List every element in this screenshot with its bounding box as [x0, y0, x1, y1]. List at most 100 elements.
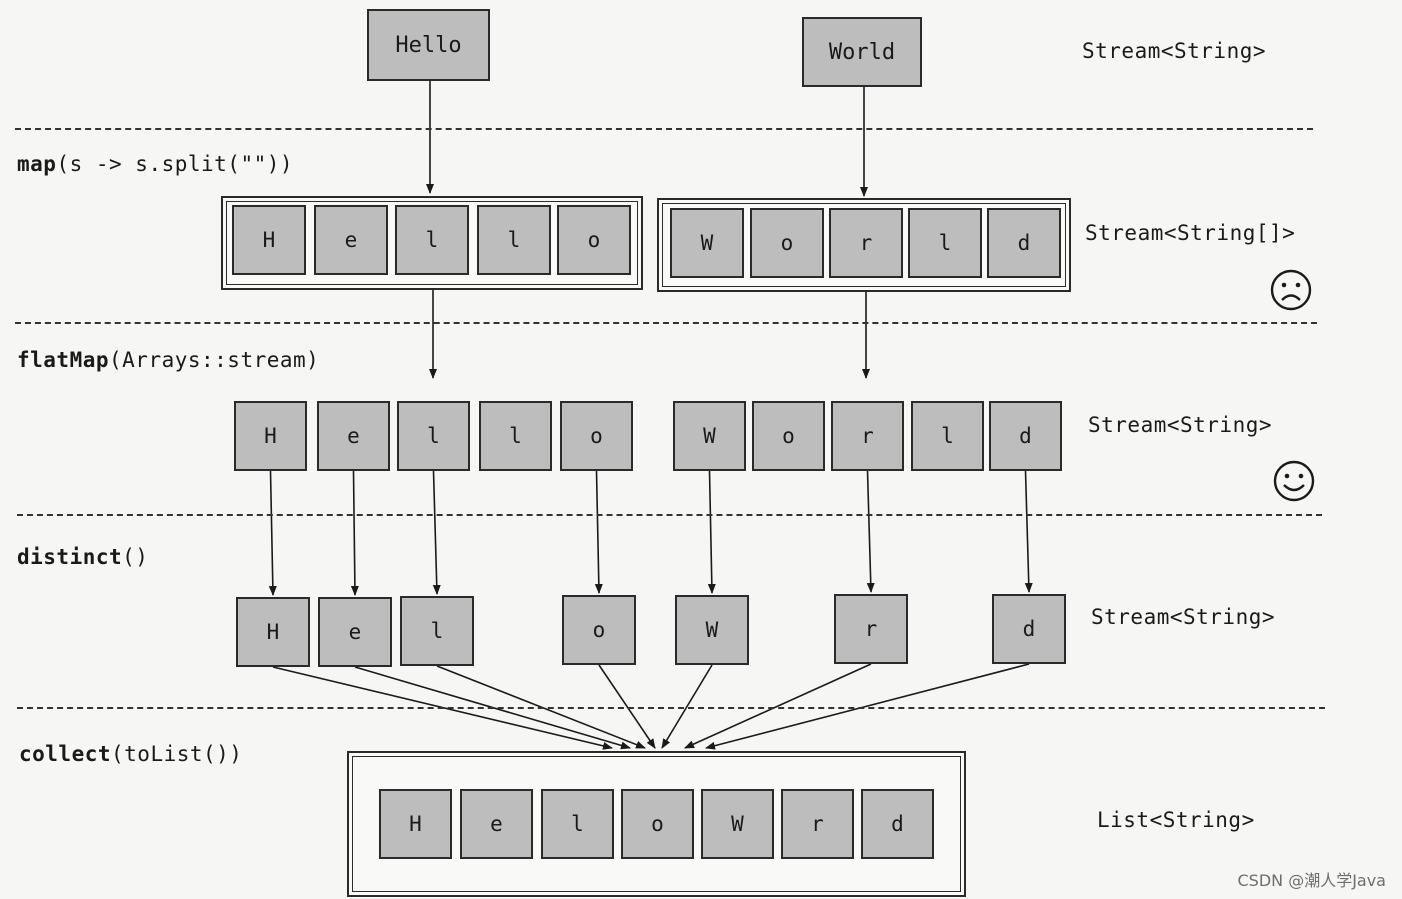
- distinct-char-0: H: [236, 597, 310, 667]
- flat-char-8-text: l: [941, 424, 954, 448]
- array-char-world-3: l: [908, 208, 982, 278]
- array-char-world-1: o: [750, 208, 824, 278]
- list-char-3: o: [621, 789, 694, 859]
- distinct-char-0-text: H: [266, 620, 280, 644]
- arrow-collect-3: [598, 664, 656, 749]
- array-char-world-1-text: o: [780, 231, 794, 255]
- arrow-distinct-4: [707, 470, 716, 594]
- array-char-hello-4: o: [557, 205, 631, 275]
- flat-char-1: e: [317, 401, 390, 471]
- array-char-hello-3: l: [477, 205, 551, 275]
- op-distinct-args: (): [122, 545, 149, 569]
- op-flatmap-args: (Arrays::stream): [109, 348, 320, 372]
- list-char-1: e: [460, 789, 533, 859]
- type-label-row2: Stream<String[]>: [1085, 221, 1296, 245]
- list-char-2: l: [541, 789, 614, 859]
- arrow-distinct-6: [1024, 470, 1033, 593]
- type-label-row1: Stream<String>: [1082, 39, 1267, 63]
- distinct-char-1-text: e: [348, 620, 362, 644]
- distinct-char-4: W: [675, 595, 749, 665]
- array-char-hello-2-text: l: [425, 228, 439, 252]
- distinct-char-6-text: d: [1022, 617, 1036, 641]
- distinct-char-2-text: l: [430, 619, 444, 643]
- list-char-6: d: [861, 789, 934, 859]
- list-char-5-text: r: [811, 812, 824, 836]
- list-char-0: H: [379, 789, 452, 859]
- arrow-collect-4: [661, 664, 713, 749]
- array-char-hello-0: H: [232, 205, 306, 275]
- flat-char-2: l: [397, 401, 470, 471]
- flat-char-9: d: [989, 401, 1062, 471]
- distinct-char-4-text: W: [705, 618, 719, 642]
- op-map-name: map: [17, 152, 57, 176]
- op-collect-name: collect: [19, 742, 112, 766]
- flat-char-2-text: l: [427, 424, 440, 448]
- flat-char-7: r: [831, 401, 904, 471]
- array-char-world-2-text: r: [859, 231, 873, 255]
- flat-char-0-text: H: [264, 424, 277, 448]
- distinct-char-2: l: [400, 596, 474, 666]
- divider-2: [15, 322, 1317, 324]
- word-text-hello: Hello: [395, 32, 462, 58]
- array-char-world-3-text: l: [938, 231, 952, 255]
- op-collect: collect(toList()): [19, 742, 242, 766]
- flat-char-4-text: o: [590, 424, 603, 448]
- arrow-collect-5: [684, 663, 872, 749]
- array-char-world-4: d: [987, 208, 1061, 278]
- sad-face-icon: [1270, 269, 1312, 311]
- arrow-distinct-0: [268, 470, 277, 596]
- arrow-distinct-2: [432, 470, 441, 595]
- array-char-hello-4-text: o: [587, 228, 601, 252]
- flat-char-9-text: d: [1019, 424, 1032, 448]
- divider-3: [17, 514, 1322, 516]
- list-char-1-text: e: [490, 812, 503, 836]
- op-map-args: (s -> s.split("")): [56, 152, 294, 176]
- distinct-char-3-text: o: [592, 618, 606, 642]
- word-box-hello: Hello: [367, 9, 490, 81]
- array-char-hello-1: e: [314, 205, 388, 275]
- flat-char-1-text: e: [347, 424, 360, 448]
- list-char-6-text: d: [891, 812, 904, 836]
- arrow-collect-6: [705, 663, 1030, 750]
- word-box-world: World: [802, 17, 922, 87]
- word-text-world: World: [828, 39, 896, 65]
- op-distinct-name: distinct: [17, 545, 123, 569]
- list-char-4-text: W: [731, 812, 744, 836]
- arrow-distinct-1: [350, 470, 359, 596]
- array-char-hello-1-text: e: [344, 228, 358, 252]
- type-label-row3: Stream<String>: [1088, 413, 1273, 437]
- array-char-hello-0-text: H: [262, 228, 276, 252]
- flat-char-6: o: [752, 401, 825, 471]
- list-char-4: W: [701, 789, 774, 859]
- distinct-char-5-text: r: [864, 617, 878, 641]
- distinct-char-1: e: [318, 597, 392, 667]
- array-char-world-2: r: [829, 208, 903, 278]
- array-char-hello-3-text: l: [507, 228, 521, 252]
- arrow-distinct-3: [594, 470, 603, 594]
- distinct-char-5: r: [834, 594, 908, 664]
- list-char-5: r: [781, 789, 854, 859]
- type-label-row5: List<String>: [1097, 808, 1255, 832]
- list-char-3-text: o: [651, 812, 664, 836]
- flat-char-7-text: r: [861, 424, 874, 448]
- flat-char-5: W: [673, 401, 746, 471]
- op-collect-args: (toList()): [111, 742, 243, 766]
- watermark: CSDN @潮人学Java: [1237, 871, 1386, 890]
- arrow-distinct-5: [866, 470, 875, 593]
- flat-char-0: H: [234, 401, 307, 471]
- array-char-world-4-text: d: [1017, 231, 1031, 255]
- array-char-world-0: W: [670, 208, 744, 278]
- flat-char-5-text: W: [703, 424, 716, 448]
- flat-char-3-text: l: [509, 424, 522, 448]
- op-flatmap: flatMap(Arrays::stream): [17, 348, 319, 372]
- happy-face-icon: [1273, 460, 1315, 502]
- op-flatmap-name: flatMap: [17, 348, 110, 372]
- flat-char-8: l: [911, 401, 984, 471]
- array-char-world-0-text: W: [700, 231, 714, 255]
- array-char-hello-2: l: [395, 205, 469, 275]
- flat-char-4: o: [560, 401, 633, 471]
- distinct-char-3: o: [562, 595, 636, 665]
- list-char-2-text: l: [571, 812, 584, 836]
- op-map: map(s -> s.split("")): [17, 152, 293, 176]
